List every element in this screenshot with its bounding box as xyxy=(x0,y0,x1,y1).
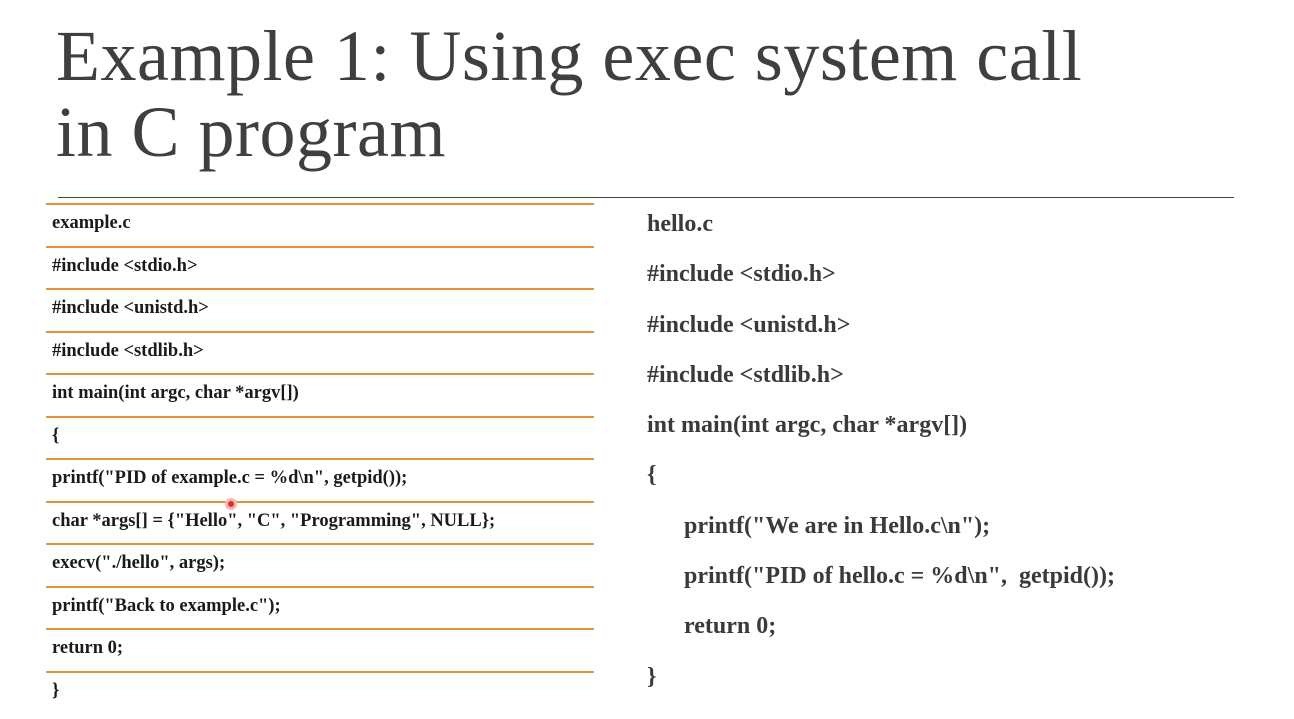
code-row-filename: example.c xyxy=(46,203,594,246)
code-row-main-signature: int main(int argc, char *argv[]) xyxy=(46,373,594,416)
hello-code-include-stdlib: #include <stdlib.h> xyxy=(647,361,844,388)
code-row-execv-call: execv("./hello", args); xyxy=(46,543,594,586)
hello-code-include-stdio: #include <stdio.h> xyxy=(647,261,836,288)
code-row-printf-pid: printf("PID of example.c = %d\n", getpid… xyxy=(46,458,594,501)
code-row-return: return 0; xyxy=(46,628,594,671)
code-row-include-stdlib: #include <stdlib.h> xyxy=(46,330,594,374)
code-row-args-array: char *args[] = {"Hello", "C", "Programmi… xyxy=(46,500,594,544)
slide-title-line-1: Example 1: Using exec system call xyxy=(56,16,1083,96)
code-row-include-unistd: #include <unistd.h> xyxy=(46,288,594,331)
hello-code-open-brace: { xyxy=(647,462,657,489)
example-c-code-table: example.c #include <stdio.h> #include <u… xyxy=(46,203,594,713)
hello-c-code-block: hello.c #include <stdio.h> #include <uni… xyxy=(647,205,1287,708)
pointer-cursor-icon xyxy=(225,498,237,510)
hello-code-return: return 0; xyxy=(684,613,777,640)
code-row-include-stdio: #include <stdio.h> xyxy=(46,245,594,289)
code-row-open-brace: { xyxy=(46,415,594,459)
title-divider xyxy=(58,197,1234,198)
code-row-close-brace: } xyxy=(46,670,594,714)
slide-title-line-2: in C program xyxy=(56,92,446,172)
hello-code-main-signature: int main(int argc, char *argv[]) xyxy=(647,412,968,439)
hello-code-filename: hello.c xyxy=(647,211,713,237)
hello-code-printf-pid: printf("PID of hello.c = %d\n", getpid()… xyxy=(684,563,1115,590)
hello-code-printf-greeting: printf("We are in Hello.c\n"); xyxy=(684,512,991,539)
code-row-printf-back: printf("Back to example.c"); xyxy=(46,585,594,629)
slide-title: Example 1: Using exec system call in C p… xyxy=(56,18,1266,170)
hello-code-close-brace: } xyxy=(647,663,657,690)
hello-code-include-unistd: #include <unistd.h> xyxy=(647,311,851,338)
